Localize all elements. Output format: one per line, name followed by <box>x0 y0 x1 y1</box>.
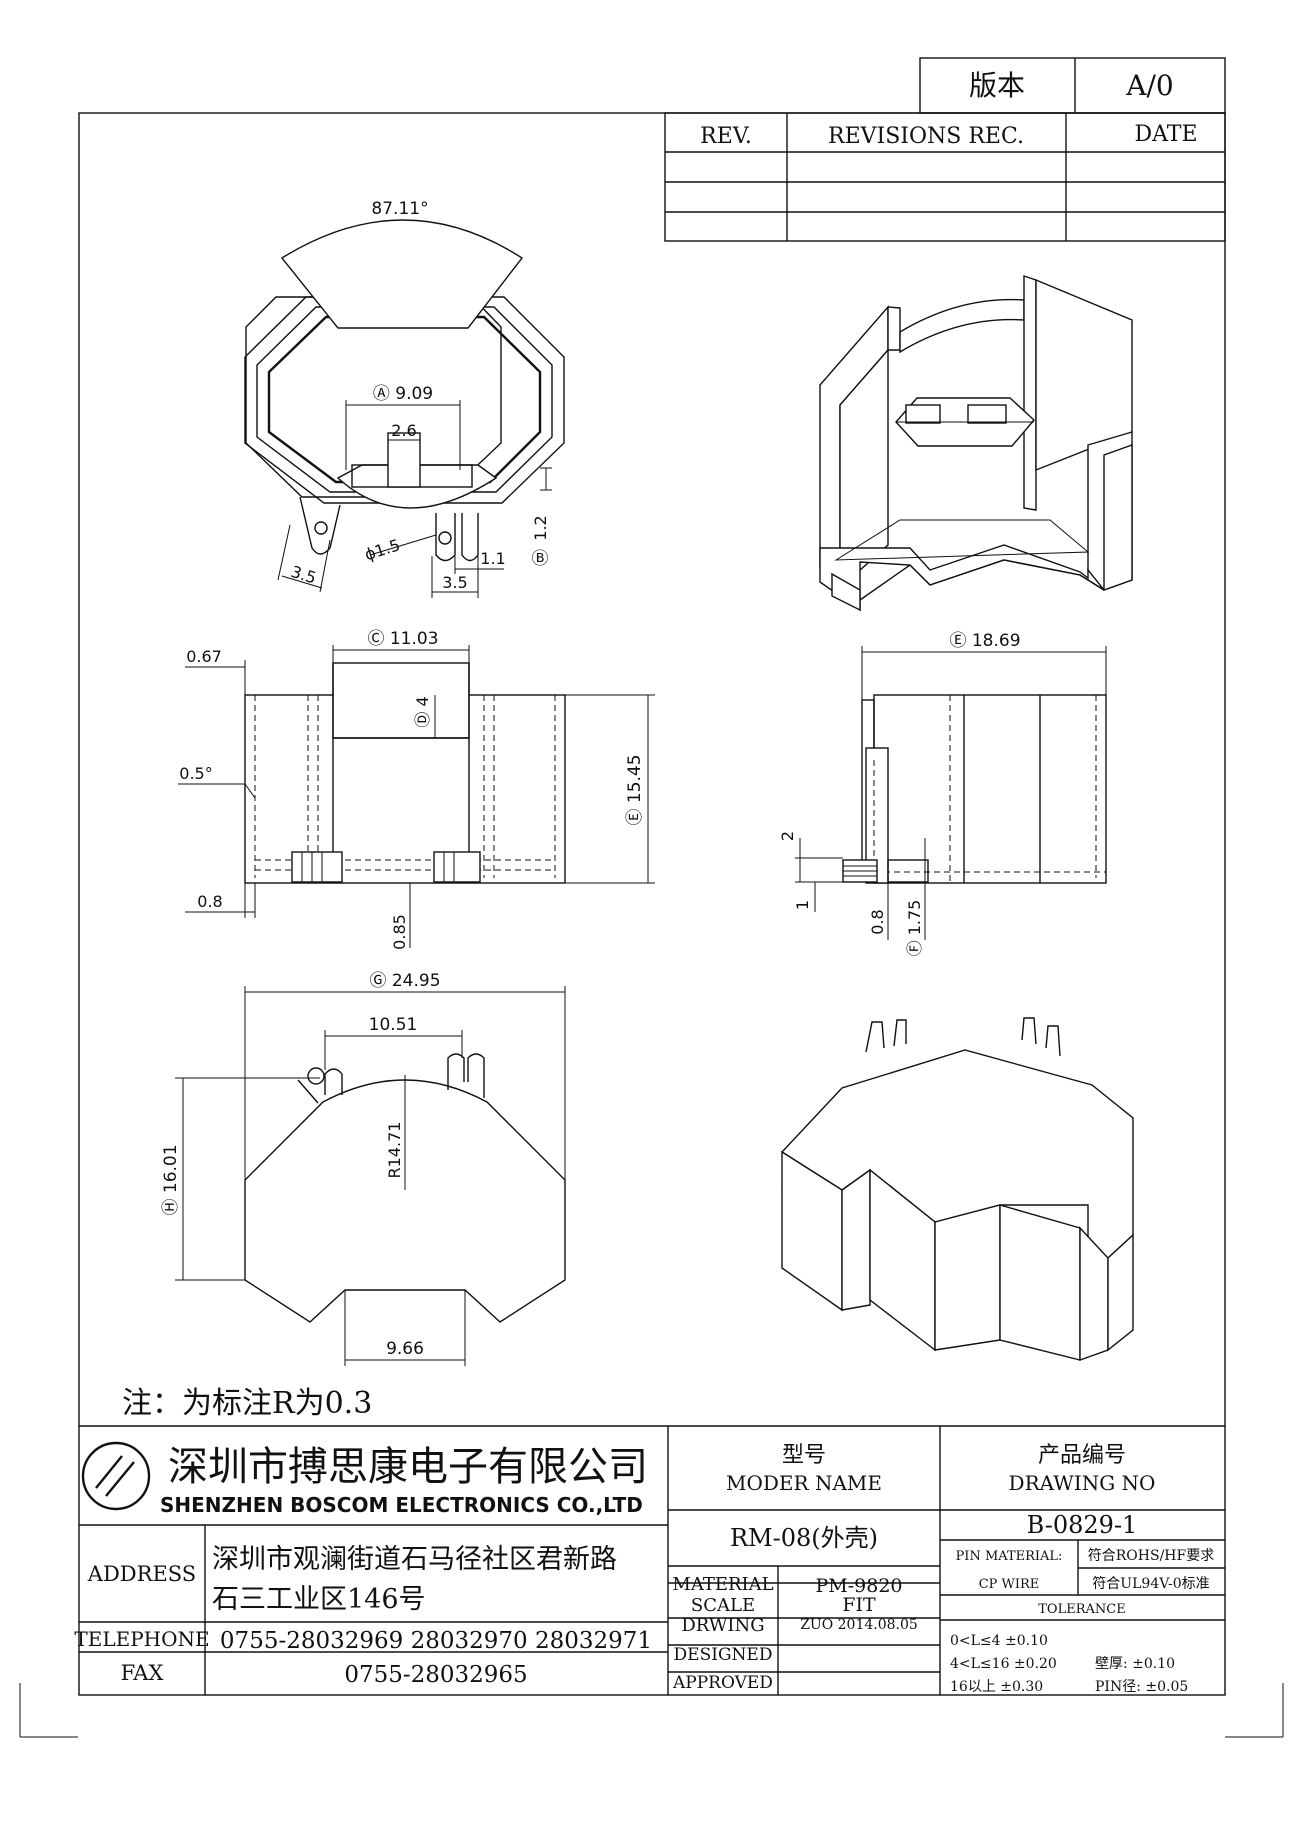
tolerance-row2: 4<L≤16 ±0.20 <box>950 1656 1057 1672</box>
dim-phi: ϕ1.5 <box>362 535 402 564</box>
pin-material-value: 符合ROHS/HF要求 <box>1088 1548 1214 1564</box>
dim-0-8-side: 0.8 <box>868 909 887 934</box>
tolerance-row1: 0<L≤4 ±0.10 <box>950 1633 1048 1649</box>
material-label: MATERIAL <box>672 1574 773 1595</box>
designed-label: DESIGNED <box>674 1645 773 1665</box>
note-text: 注：为标注R为0.3 <box>122 1386 372 1421</box>
drwing-value: ZUO 2014.08.05 <box>800 1617 918 1633</box>
front-view: Ⓒ 11.03 0.67 Ⓓ 4 0.5° Ⓔ 15.45 0.8 0.85 <box>178 629 655 950</box>
dim-1-2: 1.2 <box>531 515 550 540</box>
rev-header: REV. <box>700 124 752 149</box>
cp-wire-value: 符合UL94V-0标准 <box>1092 1576 1209 1592</box>
top-view: 87.11° Ⓐ 9.09 2.6 1.2 Ⓑ 3.5 ϕ1.5 <box>244 199 565 598</box>
dim-c: Ⓒ 11.03 <box>367 629 438 649</box>
address-line1: 深圳市观澜街道石马径社区君新路 <box>212 1544 617 1575</box>
dim-e-18-69: Ⓔ 18.69 <box>949 631 1020 651</box>
revision-table: REV. REVISIONS REC. DATE <box>664 112 1226 242</box>
dim-3-5-left: 3.5 <box>289 562 319 588</box>
side-view: Ⓔ 18.69 2 1 0.8 Ⓕ 1.75 <box>778 631 1107 957</box>
version-label: 版本 <box>969 69 1025 102</box>
dim-g: Ⓖ 24.95 <box>369 971 440 991</box>
drawing-label-en: DRAWING NO <box>1009 1471 1156 1495</box>
dim-1-1: 1.1 <box>480 549 505 568</box>
model-label-en: MODER NAME <box>726 1471 882 1495</box>
dim-10-51: 10.51 <box>369 1015 418 1035</box>
fax-value: 0755-28032965 <box>344 1662 527 1688</box>
dim-2-6: 2.6 <box>391 421 416 440</box>
version-value: A/0 <box>1125 69 1173 102</box>
model-value: RM-08(外壳) <box>730 1524 878 1552</box>
material-value: PM-9820 <box>815 1575 902 1597</box>
tolerance-pin-dia: PIN径: ±0.05 <box>1095 1679 1188 1695</box>
dim-f-1-75: Ⓕ 1.75 <box>905 900 924 957</box>
drawing-value: B-0829-1 <box>1027 1511 1138 1539</box>
dim-h: Ⓗ 16.01 <box>161 1144 181 1215</box>
scale-label: SCALE <box>691 1595 755 1616</box>
drawing-label-cn: 产品编号 <box>1038 1443 1126 1468</box>
dim-0-85: 0.85 <box>390 914 409 950</box>
company-name-en: SHENZHEN BOSCOM ELECTRONICS CO.,LTD <box>160 1493 643 1517</box>
cp-wire-label: CP WIRE <box>979 1577 1040 1592</box>
tolerance-wall: 壁厚: ±0.10 <box>1095 1656 1175 1672</box>
dim-9-66: 9.66 <box>386 1339 424 1359</box>
fax-label: FAX <box>121 1661 164 1685</box>
company-name-cn: 深圳市搏思康电子有限公司 <box>168 1444 648 1490</box>
dim-0-67: 0.67 <box>186 647 222 666</box>
dim-1: 1 <box>793 900 812 910</box>
dim-0-5-deg: 0.5° <box>179 764 212 783</box>
drawing-border <box>78 112 1226 1696</box>
dim-0-8-left: 0.8 <box>197 892 222 911</box>
title-block: 深圳市搏思康电子有限公司 SHENZHEN BOSCOM ELECTRONICS… <box>74 1425 1225 1695</box>
iso-view-top <box>819 275 1133 612</box>
revisions-rec-header: REVISIONS REC. <box>828 124 1024 149</box>
dim-e-15-45: Ⓔ 15.45 <box>625 754 645 825</box>
telephone-label: TELEPHONE <box>74 1627 209 1651</box>
version-box: 版本 A/0 <box>919 57 1226 114</box>
bottom-view: Ⓖ 24.95 10.51 R14.71 Ⓗ 16.01 9.66 <box>161 971 566 1366</box>
model-label-cn: 型号 <box>782 1443 826 1468</box>
dim-b: Ⓑ <box>532 549 549 569</box>
drwing-label: DRWING <box>681 1615 764 1636</box>
address-label: ADDRESS <box>87 1562 196 1586</box>
dim-r: R14.71 <box>385 1122 404 1179</box>
dim-2: 2 <box>778 831 797 841</box>
tolerance-row3: 16以上 ±0.30 <box>950 1679 1043 1695</box>
address-line2: 石三工业区146号 <box>212 1584 426 1615</box>
company-logo-icon <box>81 1441 151 1511</box>
scale-value: FIT <box>842 1594 876 1616</box>
telephone-value: 0755-28032969 28032970 28032971 <box>220 1628 652 1654</box>
pin-material-label: PIN MATERIAL: <box>956 1549 1063 1564</box>
tolerance-title: TOLERANCE <box>1038 1602 1125 1617</box>
date-header: DATE <box>1134 122 1197 147</box>
dim-a: Ⓐ 9.09 <box>373 384 433 404</box>
iso-view-bottom <box>780 1017 1134 1361</box>
approved-label: APPROVED <box>672 1673 773 1693</box>
dim-d: Ⓓ 4 <box>413 696 432 727</box>
dim-angle: 87.11° <box>371 199 428 219</box>
dim-3-5-right: 3.5 <box>442 573 467 592</box>
